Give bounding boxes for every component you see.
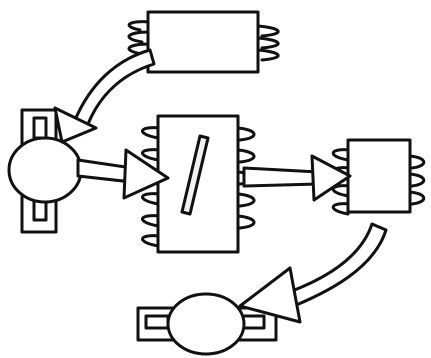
top-block (127, 10, 280, 74)
edge-top-to-left-shaft (73, 48, 156, 126)
center-block (141, 114, 256, 254)
edge-top-to-left (53, 48, 156, 144)
right-block-coil-right (408, 154, 426, 206)
left-node (7, 108, 83, 234)
edge-center-to-right-shaft (242, 166, 320, 188)
bottom-node-circle (166, 292, 246, 356)
edge-top-to-left-head (53, 106, 98, 144)
edge-right-to-bottom (238, 222, 388, 324)
right-block-body (346, 138, 412, 214)
top-block-body (146, 10, 260, 74)
edge-left-to-center (76, 148, 170, 200)
right-block (331, 138, 426, 216)
edge-right-to-bottom-head (238, 266, 302, 324)
edge-left-to-center-head (122, 148, 170, 200)
center-block-slot (180, 134, 210, 216)
center-block-coil-right (236, 126, 256, 230)
edge-center-to-right (242, 154, 352, 202)
left-node-circle (7, 136, 83, 204)
edge-center-to-right-head (310, 154, 352, 202)
top-block-coil-right (256, 24, 280, 62)
bottom-node (136, 292, 278, 356)
